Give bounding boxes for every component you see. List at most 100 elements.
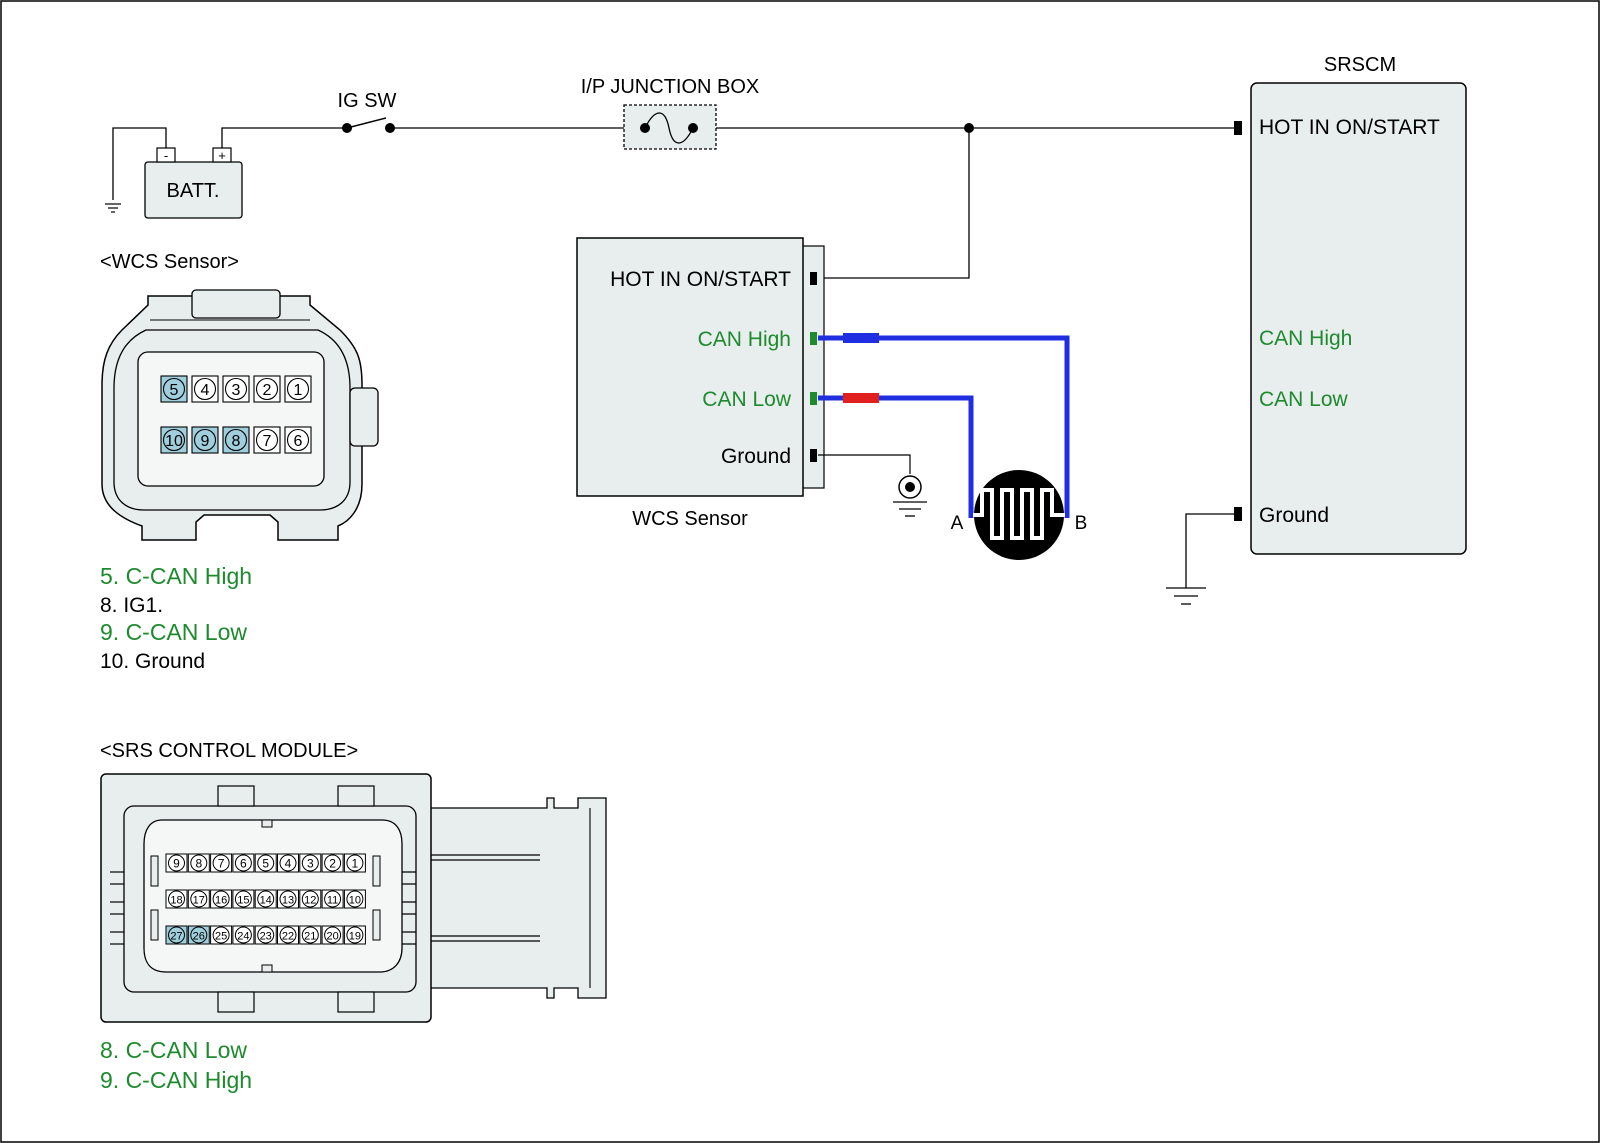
srs-pin-number: 23 <box>260 931 272 943</box>
srs-pin-number: 18 <box>170 895 182 907</box>
srs-pin-3: 3 <box>299 853 322 873</box>
srs-pin-27: 27 <box>165 925 188 945</box>
srs-pin-number: 9 <box>173 857 180 871</box>
wcs-pin-5: 5 <box>160 375 188 403</box>
srs-plug-shell <box>429 797 607 999</box>
wcs-pin-7: 7 <box>253 426 281 454</box>
wcs-connector-title: <WCS Sensor> <box>100 251 239 273</box>
wcs-pin-10: 10 <box>160 426 188 454</box>
battery-negative-terminal <box>156 147 176 163</box>
terminator-a-label: A <box>951 513 964 534</box>
battery-negative-wire <box>112 127 167 200</box>
srs-pin-19: 19 <box>343 925 366 945</box>
srs-pin-number: 21 <box>304 931 316 943</box>
wcs-module: HOT IN ON/START CAN High CAN Low Ground … <box>576 237 927 530</box>
srs-pin-number: 22 <box>282 931 294 943</box>
srs-pin-number: 3 <box>307 857 314 871</box>
can-bus: A B <box>818 333 1087 560</box>
srs-pin-15: 15 <box>232 889 255 909</box>
srs-pin-number: 17 <box>193 895 205 907</box>
srs-pin-17: 17 <box>187 889 210 909</box>
srs-pin-11: 11 <box>321 889 344 909</box>
wcs-pin-number: 1 <box>294 382 303 399</box>
wcs-pin-2: 2 <box>253 375 281 403</box>
srs-pin-number: 25 <box>215 931 227 943</box>
srs-pin-number: 16 <box>215 895 227 907</box>
wcs-pin-number: 2 <box>263 382 272 399</box>
srs-pin-number: 10 <box>349 895 361 907</box>
ig-switch-label: IG SW <box>338 90 397 112</box>
power-circuit: - + BATT. IG SW I/P JUNCTION BOX <box>105 76 1236 279</box>
wcs-hot-pin <box>810 272 817 285</box>
can-low-marker <box>843 393 879 403</box>
srscm-ground-wire <box>1185 513 1236 588</box>
srs-pin-number: 2 <box>329 857 336 871</box>
wcs-pin-6: 6 <box>284 426 312 454</box>
wcs-pin-number: 6 <box>294 433 303 450</box>
wcs-ground-wire <box>818 454 911 474</box>
srs-pin-1: 1 <box>343 853 366 873</box>
wcs-legend-item: 8. IG1. <box>100 594 163 617</box>
wcs-ground-pin <box>810 449 817 462</box>
wcs-pin-3: 3 <box>222 375 250 403</box>
wcs-pin-number: 5 <box>170 382 179 399</box>
srscm-can-high-label: CAN High <box>1259 327 1352 350</box>
wire-splice-to-wcs <box>818 128 970 279</box>
srs-pin-4: 4 <box>277 853 299 873</box>
srs-pin-12: 12 <box>299 889 322 909</box>
srs-pin-10: 10 <box>343 889 366 909</box>
wcs-pin-1: 1 <box>284 375 312 403</box>
fuse-element <box>644 112 694 144</box>
wcs-can-low-label: CAN Low <box>702 388 792 411</box>
srs-pin-number: 4 <box>285 857 292 871</box>
srs-pin-2: 2 <box>321 853 344 873</box>
srscm-box <box>1250 82 1467 555</box>
srscm-hot-pin <box>1234 121 1242 135</box>
srs-pin-18: 18 <box>165 889 188 909</box>
srs-tab-top-right <box>337 785 375 807</box>
wcs-ground-label: Ground <box>721 445 791 468</box>
srs-pin-number: 6 <box>240 857 247 871</box>
wcs-can-low-pin <box>810 392 817 405</box>
srs-tab-top-left <box>217 785 255 807</box>
fuse-contact-right <box>688 123 698 133</box>
wcs-caption: WCS Sensor <box>632 508 748 530</box>
srs-pin-8: 8 <box>187 853 210 873</box>
terminator-b-label: B <box>1075 513 1088 534</box>
srs-legend-item: 9. C-CAN High <box>100 1067 252 1093</box>
resistor-zigzag <box>973 488 1065 540</box>
wcs-hot-label: HOT IN ON/START <box>610 268 791 291</box>
wcs-connector-latch <box>191 289 281 319</box>
wcs-pin-4: 4 <box>191 375 219 403</box>
srs-pin-26: 26 <box>187 925 210 945</box>
srs-pin-number: 8 <box>195 857 202 871</box>
srscm-module: SRSCM HOT IN ON/START CAN High CAN Low G… <box>1166 54 1467 605</box>
battery-label: BATT. <box>167 180 220 202</box>
srs-pin-16: 16 <box>210 889 233 909</box>
wcs-box <box>576 237 804 497</box>
srs-pin-number: 14 <box>260 895 272 907</box>
srs-pin-25: 25 <box>210 925 233 945</box>
srs-pin-21: 21 <box>299 925 322 945</box>
srs-pin-6: 6 <box>232 853 255 873</box>
srscm-can-low-label: CAN Low <box>1259 388 1349 411</box>
wcs-legend-item: 10. Ground <box>100 650 205 673</box>
srscm-title: SRSCM <box>1324 54 1396 76</box>
srs-pin-number: 24 <box>237 931 249 943</box>
wcs-can-high-label: CAN High <box>698 328 791 351</box>
srs-pin-number: 1 <box>352 857 359 871</box>
battery-positive-label: + <box>218 148 226 163</box>
ground-symbol-srscm <box>1166 587 1206 605</box>
srs-pin-13: 13 <box>277 889 299 909</box>
srs-connector-title: <SRS CONTROL MODULE> <box>100 740 358 762</box>
srs-pin-23: 23 <box>254 925 277 945</box>
junction-box-label: I/P JUNCTION BOX <box>581 76 760 98</box>
srscm-ground-label: Ground <box>1259 504 1329 527</box>
srs-pin-7: 7 <box>210 853 233 873</box>
